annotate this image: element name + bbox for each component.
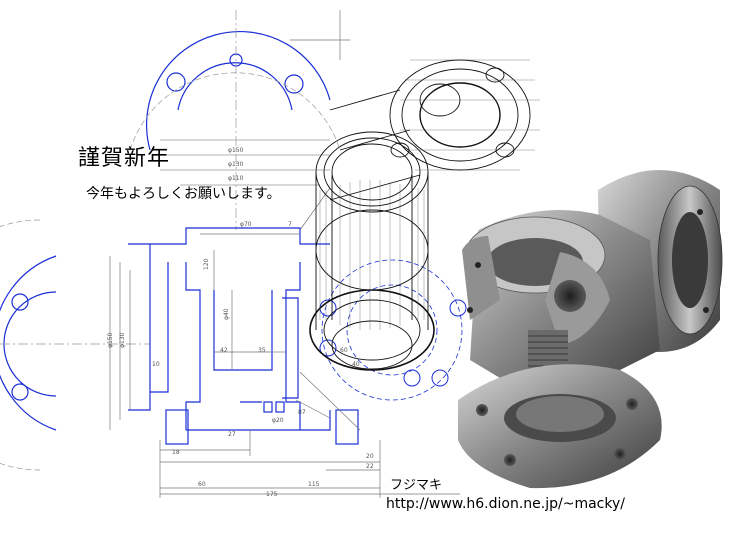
dim-label: 10 [152, 361, 160, 368]
dimension-labels: φ70 120 φ40 42 35 60 40 27 φ20 87 18 60 … [107, 147, 374, 498]
dim-label: 20 [366, 453, 374, 460]
dim-label: 40 [352, 361, 360, 368]
dim-label: 27 [228, 431, 236, 438]
dim-label: φ70 [240, 221, 252, 228]
dim-label: 18 [172, 449, 180, 456]
dim-label: 42 [220, 347, 228, 354]
left-flange-view [0, 255, 57, 431]
technical-drawing [0, 10, 467, 498]
dim-label: φ40 [223, 308, 230, 320]
dim-label: 87 [298, 409, 306, 416]
dim-label: φ130 [228, 161, 244, 168]
section-view [128, 227, 359, 445]
dim-label: 60 [198, 481, 206, 488]
author-name: フジマキ [390, 478, 443, 493]
greeting-message: 今年もよろしくお願いします。 [86, 186, 281, 202]
dimension-lines [109, 10, 460, 498]
dim-label: φ20 [272, 417, 284, 424]
solid-model-render [458, 170, 723, 489]
dim-label: φ130 [119, 332, 126, 348]
greeting-title: 謹賀新年 [78, 146, 171, 171]
dim-label: 175 [266, 491, 278, 498]
author-url[interactable]: http://www.h6.dion.ne.jp/~macky/ [386, 496, 625, 512]
dim-label: 120 [203, 258, 210, 270]
dim-label: φ150 [228, 147, 244, 154]
dim-label: φ110 [228, 175, 244, 182]
dim-label: 60 [340, 347, 348, 354]
dim-label: 35 [258, 347, 266, 354]
dim-label: 7 [288, 221, 292, 228]
dim-label: 22 [366, 463, 374, 470]
dim-label: φ150 [107, 332, 114, 348]
dim-label: 115 [308, 481, 320, 488]
